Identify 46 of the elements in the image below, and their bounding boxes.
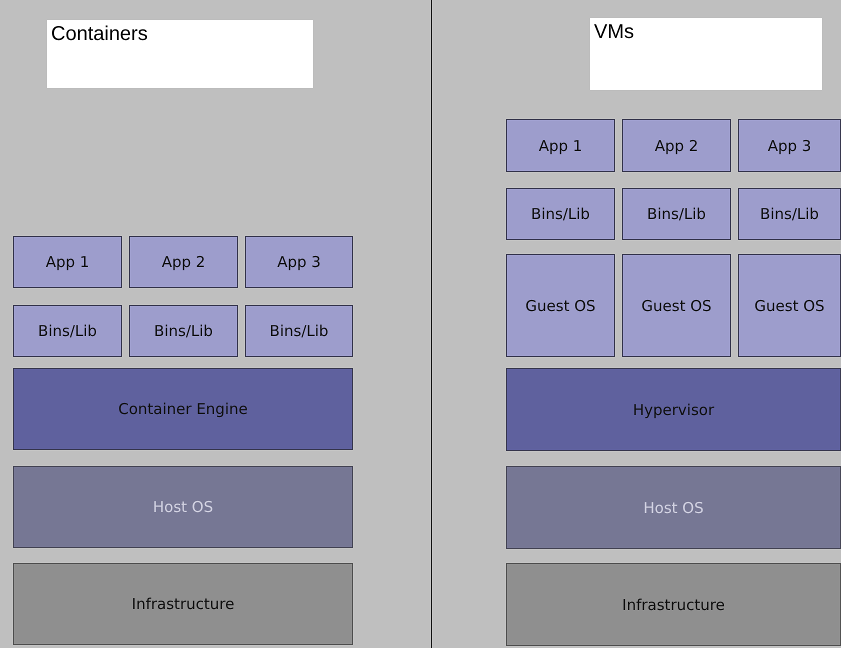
layer-box (622, 254, 731, 357)
layer-label: App 2 (162, 253, 206, 271)
layer-label: Bins/Lib (270, 322, 328, 340)
layer-box (506, 119, 615, 172)
layer-label: Bins/Lib (647, 205, 706, 223)
layer-label: Guest OS (525, 296, 596, 314)
layer-box (738, 119, 841, 172)
layer-box (245, 236, 353, 288)
layer-label: Bins/Lib (760, 205, 819, 223)
layer-band (506, 466, 841, 549)
layer-label: Hypervisor (632, 400, 714, 418)
layer-label: Infrastructure (132, 595, 234, 613)
layer-label: App 1 (46, 253, 90, 271)
layer-label: App 3 (277, 253, 321, 271)
layer-band (506, 368, 841, 451)
layer-label: Bins/Lib (531, 205, 590, 223)
layer-box (13, 236, 122, 288)
layer-label: App 1 (538, 136, 582, 154)
layer-label: App 2 (654, 136, 698, 154)
layer-label: Container Engine (118, 400, 248, 418)
layer-label: Bins/Lib (154, 322, 213, 340)
layer-box (622, 119, 731, 172)
layer-label: Host OS (152, 498, 214, 516)
layer-box (506, 254, 615, 357)
layer-label: Bins/Lib (38, 322, 97, 340)
layer-label: App 3 (768, 136, 812, 154)
layer-box (13, 305, 122, 357)
layer-box (129, 305, 238, 357)
layer-box (506, 188, 615, 240)
layer-box (738, 254, 841, 357)
layer-box (738, 188, 841, 240)
layer-label: VMs (594, 21, 634, 44)
layer-box (129, 236, 238, 288)
title-box (47, 20, 313, 88)
layer-label: Guest OS (641, 296, 712, 314)
layer-label: Infrastructure (622, 596, 725, 614)
layer-band (13, 563, 353, 645)
layer-label: Guest OS (754, 296, 825, 314)
layer-band (13, 368, 353, 450)
layer-box (622, 188, 731, 240)
layer-band (506, 563, 841, 646)
layer-band (13, 466, 353, 548)
layer-label: Host OS (643, 498, 704, 516)
layer-label: Containers (51, 23, 148, 46)
title-box (590, 18, 822, 90)
layer-box (245, 305, 353, 357)
